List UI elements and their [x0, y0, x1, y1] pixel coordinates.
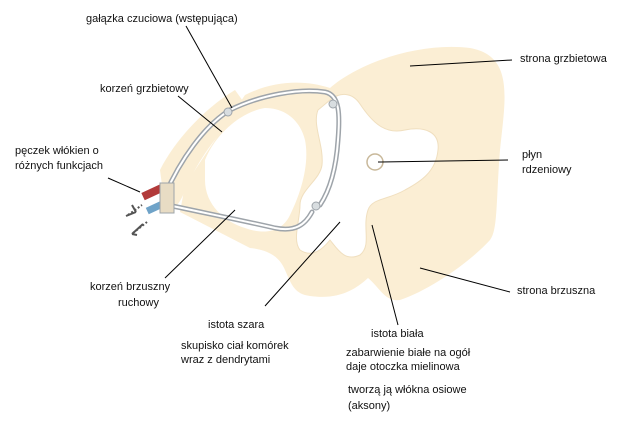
dorsal-root-fiber-inner	[164, 89, 340, 206]
ventral-root-fiber-inner	[167, 204, 313, 231]
label-grey-matter-desc-line2: wraz z dendrytami	[181, 354, 271, 366]
sensory-arrow-shaft	[127, 204, 143, 216]
dorsal-root-ganglion	[160, 90, 248, 210]
root-inner-region	[205, 108, 307, 232]
label-sensory-branch: gałązka czuciowa (wstępująca)	[86, 13, 238, 25]
label-ventral-root-line2: ruchowy	[118, 297, 159, 309]
leader-grey-matter	[264, 221, 341, 307]
label-white-matter-desc-line3: tworzą ją włókna osiowe	[348, 384, 467, 396]
leader-dorsal-root	[177, 95, 223, 133]
label-grey-matter: istota szara	[208, 319, 265, 331]
label-white-matter: istota biała	[371, 328, 424, 340]
label-grey-matter-desc-line1: skupisko ciał komórek	[181, 340, 289, 352]
leader-ventral-root	[164, 209, 236, 279]
leader-sensory-branch	[185, 25, 233, 109]
label-white-matter-desc-line4: (aksony)	[348, 400, 391, 412]
ganglion-node	[223, 107, 233, 117]
leader-white-matter	[371, 224, 399, 326]
label-ventral-root-line1: korzeń brzuszny	[90, 281, 171, 293]
label-white-matter-desc-line1: zabarwienie białe na ogół	[346, 347, 471, 359]
label-fiber-bundle-line2: różnych funkcjach	[15, 160, 104, 172]
label-csf-line1: płyn	[522, 149, 543, 161]
leader-dorsal-side	[409, 59, 513, 67]
leader-lines	[107, 25, 513, 326]
leader-ventral-side	[419, 267, 511, 293]
label-csf-line2: rdzeniowy	[522, 164, 572, 176]
label-ventral-side: strona brzuszna	[517, 285, 596, 297]
grey-node-upper	[328, 99, 338, 109]
label-fiber-bundle-line1: pęczek włókien o	[15, 145, 99, 157]
leader-fiber-bundle	[107, 177, 141, 193]
bundle-sheath	[159, 182, 175, 214]
label-white-matter-desc-line2: daje otoczka mielinowa	[346, 361, 460, 373]
grey-matter-region	[295, 94, 439, 258]
grey-node-lower	[311, 201, 321, 211]
sensory-fiber-segment	[141, 183, 165, 201]
leader-csf	[377, 159, 509, 163]
motor-arrow-shaft	[132, 221, 148, 234]
label-dorsal-side: strona grzbietowa	[520, 53, 607, 65]
label-dorsal-root: korzeń grzbietowy	[100, 83, 189, 95]
sensory-direction-arrow	[125, 204, 137, 217]
